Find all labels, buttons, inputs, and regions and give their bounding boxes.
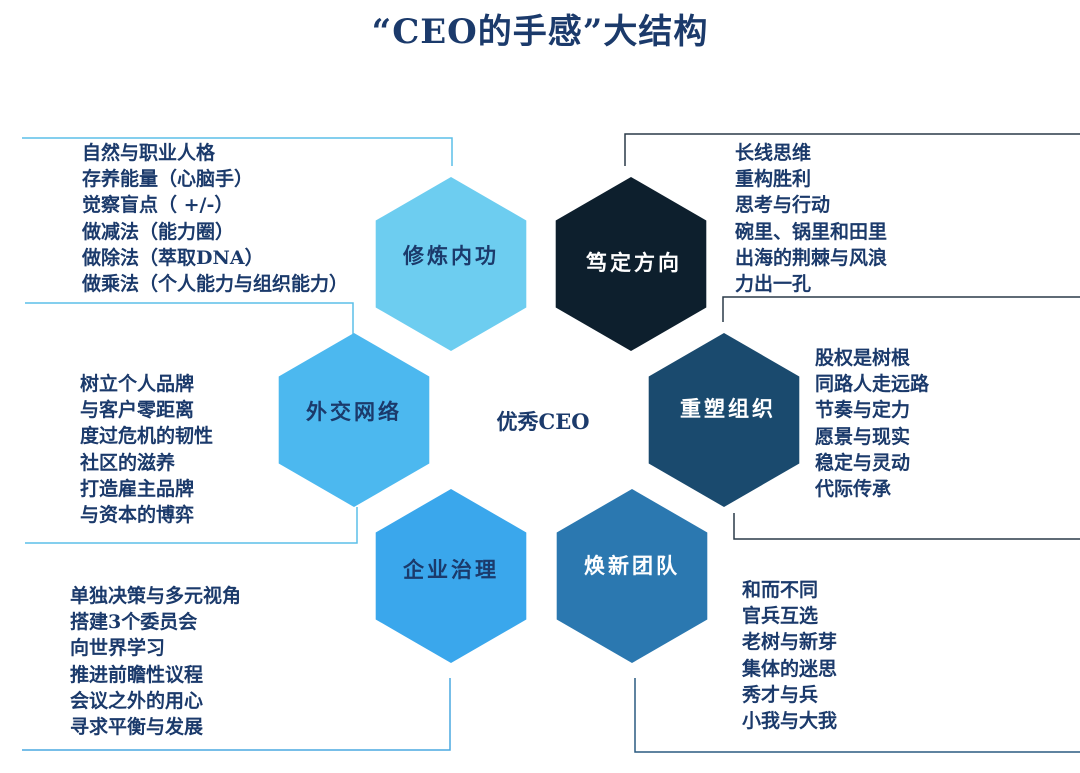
- list-item: 与客户零距离: [80, 399, 195, 422]
- hexagon-cultivation: [375, 177, 527, 351]
- list-item: 出海的荆棘与风浪: [735, 246, 888, 269]
- list-item: 存养能量（心脑手）: [82, 168, 254, 191]
- hex-label-cultivation: 修炼内功: [403, 243, 499, 268]
- list-item: 和而不同: [742, 579, 819, 601]
- list-item: 代际传承: [815, 478, 892, 501]
- list-item: 稳定与灵动: [815, 451, 911, 474]
- connector-line: [22, 137, 453, 166]
- list-item: 力出一孔: [735, 273, 812, 296]
- list-item: 做减法（能力圈）: [82, 220, 235, 243]
- connector-line: [722, 296, 1080, 322]
- list-governance: 单独决策与多元视角 搭建3个委员会 向世界学习 推进前瞻性议程 会议之外的用心 …: [70, 583, 241, 740]
- hexagon-team: [556, 489, 708, 663]
- list-organization: 股权是树根 同路人走远路 节奏与定力 愿景与现实 稳定与灵动 代际传承: [815, 345, 929, 502]
- hex-label-organization: 重塑组织: [680, 396, 776, 421]
- connector-line: [624, 133, 1080, 166]
- list-item: 愿景与现实: [815, 425, 911, 448]
- list-cultivation: 自然与职业人格 存养能量（心脑手） 觉察盲点（ +/-） 做减法（能力圈） 做除…: [82, 140, 348, 297]
- list-item: 社区的滋养: [80, 451, 176, 474]
- list-item: 觉察盲点（ +/-）: [82, 194, 234, 217]
- list-item: 秀才与兵: [742, 683, 819, 706]
- list-item: 集体的迷思: [742, 657, 838, 680]
- list-direction: 长线思维 重构胜利 思考与行动 碗里、锅里和田里 出海的荆棘与风浪 力出一孔: [735, 140, 887, 297]
- list-item: 同路人走远路: [815, 373, 930, 396]
- list-item: 会议之外的用心: [70, 689, 204, 712]
- list-item: 做乘法（个人能力与组织能力）: [82, 273, 349, 296]
- diagram-title: “CEO的手感”大结构: [371, 12, 709, 52]
- hex-label-direction: 笃定方向: [586, 250, 682, 275]
- list-item: 碗里、锅里和田里: [735, 220, 888, 243]
- hex-label-team: 焕新团队: [584, 553, 680, 578]
- connector-line: [634, 678, 1080, 753]
- list-item: 小我与大我: [742, 710, 838, 733]
- list-item: 股权是树根: [815, 347, 911, 369]
- list-item: 打造雇主品牌: [80, 477, 195, 500]
- list-item: 节奏与定力: [815, 399, 911, 422]
- hexagon-network: [278, 333, 430, 507]
- list-item: 老树与新芽: [742, 631, 838, 654]
- list-item: 寻求平衡与发展: [70, 716, 204, 739]
- connector-line: [22, 678, 451, 751]
- list-team: 和而不同 官兵互选 老树与新芽 集体的迷思 秀才与兵 小我与大我: [742, 577, 837, 734]
- list-item: 树立个人品牌: [80, 373, 195, 395]
- list-item: 推进前瞻性议程: [70, 663, 204, 686]
- connector-line: [25, 507, 358, 544]
- list-item: 搭建3个委员会: [70, 611, 198, 634]
- list-item: 重构胜利: [735, 168, 812, 191]
- hex-label-governance: 企业治理: [403, 557, 499, 582]
- hexagon-organization: [648, 333, 800, 507]
- hexagon-governance: [375, 489, 527, 663]
- hexagon-direction: [555, 177, 707, 351]
- list-item: 长线思维: [735, 142, 812, 164]
- hex-label-network: 外交网络: [306, 399, 402, 424]
- list-item: 自然与职业人格: [82, 142, 216, 164]
- list-item: 做除法（萃取DNA）: [82, 246, 264, 269]
- list-item: 与资本的博弈: [80, 504, 195, 527]
- list-item: 度过危机的韧性: [80, 425, 214, 448]
- center-label: 优秀CEO: [496, 409, 590, 434]
- list-item: 向世界学习: [70, 637, 166, 660]
- connector-line: [733, 513, 1080, 540]
- list-item: 单独决策与多元视角: [70, 585, 242, 607]
- list-item: 思考与行动: [735, 194, 831, 217]
- connector-line: [25, 302, 354, 334]
- list-network: 树立个人品牌 与客户零距离 度过危机的韧性 社区的滋养 打造雇主品牌 与资本的博…: [80, 371, 213, 528]
- list-item: 官兵互选: [742, 605, 819, 628]
